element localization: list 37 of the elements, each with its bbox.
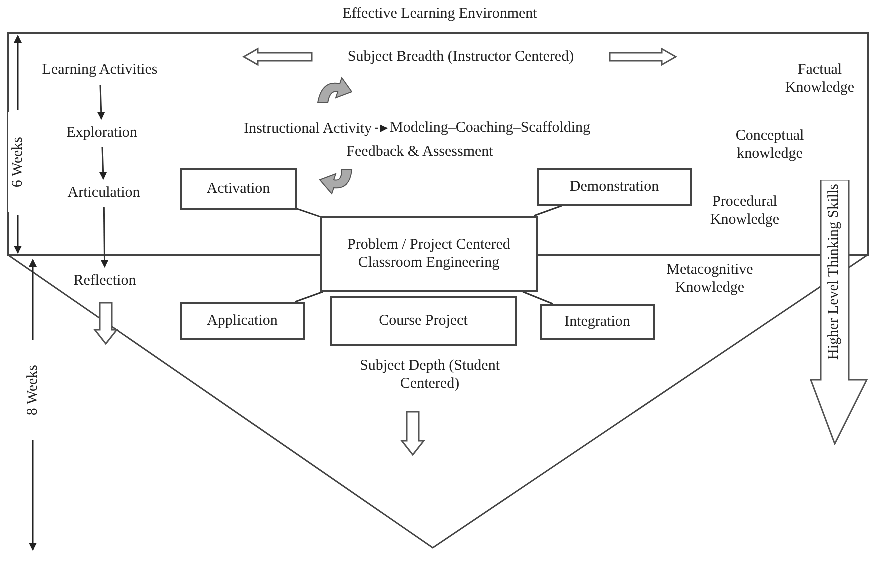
box-label: Course Project	[379, 312, 468, 330]
text-label: Feedback & Assessment	[346, 143, 494, 162]
box-label: Application	[207, 312, 278, 330]
process-box	[320, 216, 538, 292]
step-label: Instructional Activity	[196, 118, 372, 140]
text-label: Metacognitive Knowledge	[666, 261, 754, 298]
text-label: Conceptual knowledge	[734, 127, 806, 164]
text-label: Subject Depth (Student Centered)	[359, 357, 501, 394]
process-box	[180, 302, 305, 340]
process-box	[537, 168, 692, 206]
process-box	[180, 168, 297, 210]
step-label: Articulation	[48, 182, 160, 204]
text-label: Factual Knowledge	[784, 61, 856, 98]
box-label: Problem / Project Centered Classroom Engineering	[346, 236, 512, 272]
step-label: Modeling–Coaching–Scaffolding	[390, 116, 640, 140]
arrow	[375, 124, 388, 133]
step-label: Exploration	[52, 122, 152, 144]
box-label: Demonstration	[570, 178, 660, 196]
box-label: Activation	[206, 180, 270, 198]
title: Effective Learning Environment	[342, 5, 538, 24]
text-label: Subject Breadth (Instructor Centered)	[346, 48, 576, 67]
connector-line	[295, 291, 324, 303]
step-label: Reflection	[55, 270, 155, 292]
connector-line	[534, 205, 562, 217]
process-box	[330, 296, 517, 346]
text-label: Procedural Knowledge	[709, 193, 781, 230]
connector-line	[296, 208, 320, 218]
connector-line	[522, 291, 554, 305]
dimension-label: 8 Weeks	[24, 364, 42, 416]
arrow	[99, 146, 108, 180]
arrow	[100, 207, 109, 268]
box-label: Integration	[564, 313, 630, 331]
process-box	[540, 304, 655, 340]
dimension-label: 6 Weeks	[9, 136, 27, 188]
arrow-label: Higher Level Thinking Skills	[825, 184, 843, 360]
arrow	[97, 84, 106, 120]
step-label: Learning Activities	[20, 58, 180, 82]
